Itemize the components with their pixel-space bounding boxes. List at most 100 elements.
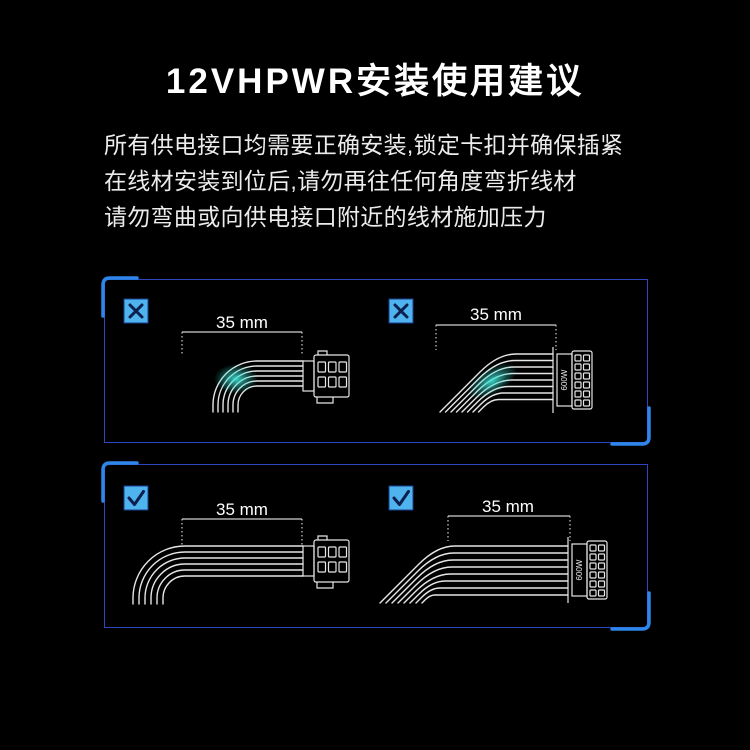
cable-bundle (379, 545, 569, 604)
connector-pin (589, 562, 597, 570)
connector-pin (327, 546, 337, 558)
connector-pin (582, 390, 591, 398)
instruction-line: 请勿弯曲或向供电接口附近的线材施加压力 (104, 204, 547, 230)
cable-wire (150, 563, 304, 605)
instruction-list: 所有供电接口均需要正确安装,锁定卡扣并确保插紧 在线材安装到位后,请勿再往任何角… (104, 127, 724, 235)
connector-pin (589, 544, 597, 552)
instruction-line: 在线材安装到位后,请勿再往任何角度弯折线材 (104, 168, 577, 194)
corner-accent-bottom-right (610, 591, 651, 631)
connector-housing (313, 354, 350, 398)
cable-wire (415, 587, 569, 604)
connector-pin (574, 372, 582, 380)
cable-wire (477, 398, 554, 413)
check-icon (123, 485, 149, 511)
12vhpwr-connector: 600W (552, 347, 593, 413)
dimension-label: 35 mm (470, 305, 522, 324)
cable-wire (403, 573, 569, 604)
connector-pin (574, 363, 582, 371)
cable-wire (439, 353, 554, 413)
connector-pin (317, 546, 327, 558)
connector-latch (317, 350, 328, 355)
cable-wire (385, 552, 569, 604)
example-angled-cable: 35 mm 600W (379, 485, 608, 604)
connector-pin (574, 399, 582, 407)
connector-pin (317, 561, 327, 573)
connector-pin (582, 363, 591, 371)
connector-label: 600W (560, 369, 569, 390)
example-bent-cable: 35 mm (123, 298, 350, 413)
page-title: 12VHPWR安装使用建议 (165, 62, 585, 101)
cable-wire (379, 545, 569, 604)
example-bent-cable: 35 mm (123, 485, 350, 605)
connector-pin (597, 562, 606, 570)
connector-pin (582, 399, 591, 407)
dimension-label: 35 mm (216, 313, 268, 332)
cable-wire (156, 569, 304, 605)
check-icon (388, 485, 414, 511)
cross-icon (388, 298, 414, 324)
connector-pin (338, 561, 348, 573)
connector-pin (597, 553, 606, 561)
dimension-label: 35 mm (216, 500, 268, 519)
check-mark (392, 490, 410, 506)
connector-pin (589, 589, 597, 597)
pcie-connector (302, 350, 350, 404)
cross-mark (393, 303, 409, 319)
connector-pin (317, 361, 327, 373)
instruction-line: 所有供电接口均需要正确安装,锁定卡扣并确保插紧 (104, 132, 624, 158)
connector-clip (316, 582, 334, 589)
connector-cable-boot (302, 360, 315, 392)
cable-wire (409, 580, 569, 604)
connector-pin (597, 580, 606, 588)
connector-cable-boot (302, 545, 315, 577)
stress-glow (466, 363, 518, 399)
connector-pin (574, 354, 582, 362)
panel-border (104, 464, 648, 628)
connector-pin (589, 571, 597, 579)
connector-pin (597, 571, 606, 579)
dimension-label: 35 mm (482, 497, 534, 516)
connector-pin-block (571, 350, 593, 410)
cable-wire (472, 392, 554, 413)
12vhpwr-connector: 600W (567, 537, 608, 603)
connector-pin (327, 361, 337, 373)
pcie-connector (302, 535, 350, 589)
corner-accent-bottom-right (610, 406, 651, 446)
connector-pin (338, 361, 348, 373)
connector-pin (338, 546, 348, 558)
connector-clip (316, 397, 334, 404)
cable-wire (144, 557, 304, 605)
connector-pin (589, 580, 597, 588)
cable-wire (391, 559, 569, 604)
connector-pin (582, 372, 591, 380)
panel-bottom: 35 mm 35 mm 600W (101, 461, 651, 631)
corner-accent-top-left (101, 276, 139, 318)
connector-pin (582, 354, 591, 362)
connector-pin (597, 544, 606, 552)
connector-latch (317, 535, 328, 540)
cable-wire (397, 566, 569, 604)
connector-pin (597, 589, 606, 597)
connector-pin (327, 561, 337, 573)
dimension-bracket (435, 324, 557, 350)
corner-accent-top-left (101, 461, 139, 503)
panel-border (104, 279, 648, 443)
stress-glow (214, 364, 258, 394)
cable-wire (138, 551, 304, 605)
panel-top: 35 mm 35 mm 600W (101, 276, 651, 446)
cable-wire (421, 594, 569, 604)
connector-pin (327, 376, 337, 388)
connector-pin (574, 390, 582, 398)
cable-wire (132, 545, 304, 605)
dimension-bracket (181, 518, 303, 545)
cable-wire (162, 575, 304, 605)
connector-pin (338, 376, 348, 388)
example-angled-cable: 35 mm 600W (388, 298, 593, 413)
connector-pin-block (586, 540, 608, 600)
connector-pin (582, 381, 591, 389)
connector-pin (317, 376, 327, 388)
dimension-bracket (181, 331, 303, 356)
cross-icon (123, 298, 149, 324)
connector-pin (574, 381, 582, 389)
